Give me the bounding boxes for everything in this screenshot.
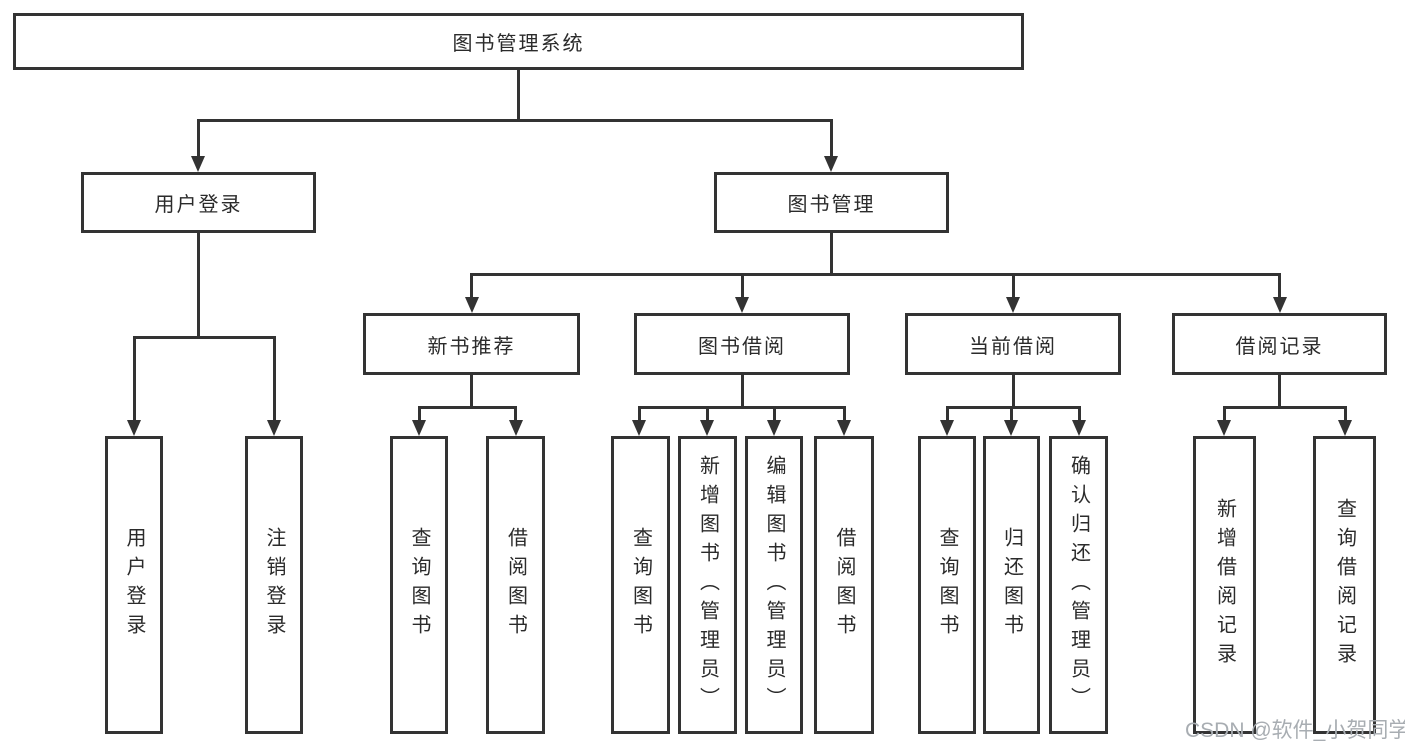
connector-book-borrowing-stem [740,375,744,406]
arrow-to-book-borrowing-icon [735,273,749,313]
connector-borrowing-records-branch [1224,406,1345,409]
arrow-to-leaf-add-record-icon [1217,406,1231,436]
leaf-query-books-recommend: 查询图书 [390,436,448,734]
leaf-query-books-current-label: 查询图书 [936,527,958,643]
arrow-to-leaf-borrow-books-1-icon [508,406,523,436]
arrow-to-leaf-query-books-3-icon [940,406,954,436]
connector-book-management-branch [471,273,1279,276]
leaf-add-books-admin-label: 新增图书（管理员） [696,454,719,716]
watermark-text: CSDN @软件_小贺同学 [1185,719,1405,742]
leaf-borrow-books-borrowing-label: 借阅图书 [833,527,855,643]
leaf-query-books-borrowing: 查询图书 [611,436,670,734]
leaf-add-borrow-record-label: 新增借阅记录 [1213,498,1236,672]
node-book-borrowing: 图书借阅 [634,313,850,375]
leaf-edit-books-admin-label: 编辑图书（管理员） [763,454,785,716]
arrow-to-leaf-logout-icon [267,336,281,436]
arrow-to-leaf-query-books-2-icon [632,406,646,436]
node-book-management-label: 图书管理 [787,194,876,216]
arrow-to-borrowing-records-icon [1272,273,1287,313]
arrow-to-leaf-user-login-icon [127,336,141,436]
node-new-book-recommend: 新书推荐 [363,313,580,375]
leaf-user-login-label: 用户登录 [123,527,145,643]
leaf-add-books-admin: 新增图书（管理员） [678,436,737,734]
node-current-borrowing-label: 当前借阅 [969,335,1057,358]
leaf-confirm-return-admin-label: 确认归还（管理员） [1067,454,1090,716]
arrow-to-leaf-query-record-icon [1338,406,1352,436]
arrow-to-current-borrowing-icon [1006,273,1020,313]
node-user-login: 用户登录 [81,172,316,233]
leaf-query-books-current: 查询图书 [918,436,976,734]
connector-book-borrowing-branch [639,406,844,409]
node-borrowing-records-label: 借阅记录 [1235,335,1324,358]
arrow-to-leaf-return-books-icon [1004,406,1018,436]
arrow-to-new-book-recommend-icon [464,273,479,313]
node-new-book-recommend-label: 新书推荐 [427,335,516,358]
connector-new-book-recommend-stem [470,375,473,406]
arrow-to-leaf-confirm-return-icon [1072,406,1086,436]
leaf-logout-label: 注销登录 [263,527,285,643]
connector-current-borrowing-stem [1011,375,1015,406]
leaf-confirm-return-admin: 确认归还（管理员） [1049,436,1108,734]
connector-borrowing-records-stem [1278,375,1281,406]
connector-root-branch [198,119,831,122]
node-user-login-label: 用户登录 [154,194,243,216]
leaf-borrow-books-recommend-label: 借阅图书 [504,527,527,643]
node-book-borrowing-label: 图书借阅 [698,335,786,358]
leaf-query-books-recommend-label: 查询图书 [408,527,430,643]
node-current-borrowing: 当前借阅 [905,313,1121,375]
connector-new-book-recommend-branch [419,406,516,409]
arrow-to-leaf-borrow-books-2-icon [837,406,851,436]
arrow-to-leaf-query-books-1-icon [412,406,426,436]
connector-current-borrowing-branch [947,406,1079,409]
node-root: 图书管理系统 [13,13,1024,70]
leaf-query-borrow-record: 查询借阅记录 [1313,436,1376,734]
leaf-return-books: 归还图书 [983,436,1040,734]
leaf-user-login: 用户登录 [105,436,163,734]
arrow-to-leaf-add-books-icon [700,406,714,436]
arrow-to-book-management-icon [824,119,838,172]
connector-book-management-stem [829,233,833,273]
leaf-edit-books-admin: 编辑图书（管理员） [745,436,803,734]
leaf-query-borrow-record-label: 查询借阅记录 [1333,498,1356,672]
connector-root-stem [517,70,520,119]
leaf-return-books-label: 归还图书 [1000,527,1023,643]
leaf-query-books-borrowing-label: 查询图书 [629,527,652,643]
node-borrowing-records: 借阅记录 [1172,313,1387,375]
leaf-borrow-books-recommend: 借阅图书 [486,436,545,734]
node-root-label: 图书管理系统 [452,33,585,55]
arrow-to-user-login-icon [191,119,205,172]
connector-user-login-stem [196,233,200,336]
connector-user-login-branch [134,336,274,339]
leaf-borrow-books-borrowing: 借阅图书 [814,436,874,734]
arrow-to-leaf-edit-books-icon [767,406,781,436]
node-book-management: 图书管理 [714,172,949,233]
leaf-add-borrow-record: 新增借阅记录 [1193,436,1256,734]
leaf-logout: 注销登录 [245,436,303,734]
